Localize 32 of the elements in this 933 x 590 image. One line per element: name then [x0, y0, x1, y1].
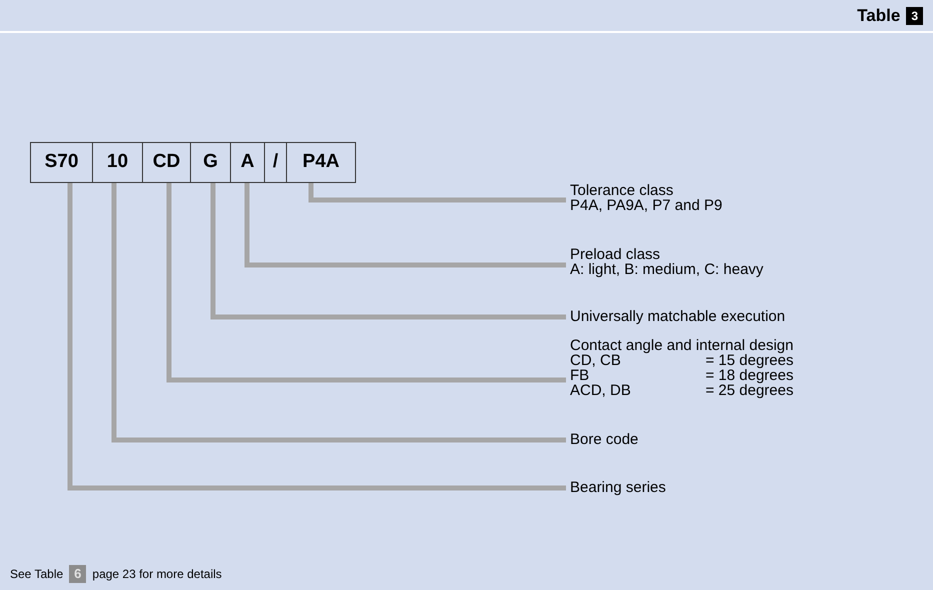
code-segment: G: [190, 142, 231, 183]
table-number-badge: 3: [906, 6, 923, 24]
leader-line: [68, 183, 566, 490]
description-heading: Contact angle and internal design: [570, 338, 794, 353]
contact-angle-value: = 18 degrees: [704, 368, 794, 383]
code-segment: P4A: [286, 142, 356, 183]
footnote-text: page 23 for more details: [92, 566, 222, 583]
description-heading: Bore code: [570, 432, 638, 447]
description-heading: Bearing series: [570, 480, 666, 495]
contact-angle-value: = 25 degrees: [704, 383, 794, 398]
table-heading: Table: [857, 4, 900, 27]
design-code: ACD, DB: [570, 383, 632, 398]
leader-line: [244, 183, 566, 268]
design-code: CD, CB: [570, 353, 622, 368]
description-body: P4A, PA9A, P7 and P9: [570, 198, 722, 213]
leader-line: [308, 183, 566, 202]
code-segment: 10: [92, 142, 143, 183]
code-segment: /: [264, 142, 287, 183]
leader-line: [112, 183, 566, 442]
code-segment: CD: [142, 142, 191, 183]
leader-line: [210, 183, 566, 320]
contact-angle-value: = 15 degrees: [704, 353, 794, 368]
description-heading: Tolerance class: [570, 183, 674, 198]
description-heading: Universally matchable execution: [570, 309, 786, 324]
table-number-badge: 6: [69, 565, 86, 583]
description-body: A: light, B: medium, C: heavy: [570, 262, 764, 277]
footnote-text: See Table: [10, 566, 64, 583]
description-heading: Preload class: [570, 247, 662, 262]
code-segment: A: [230, 142, 265, 183]
leader-line: [166, 183, 566, 382]
code-segment: S70: [30, 142, 93, 183]
design-code: FB: [570, 368, 590, 383]
